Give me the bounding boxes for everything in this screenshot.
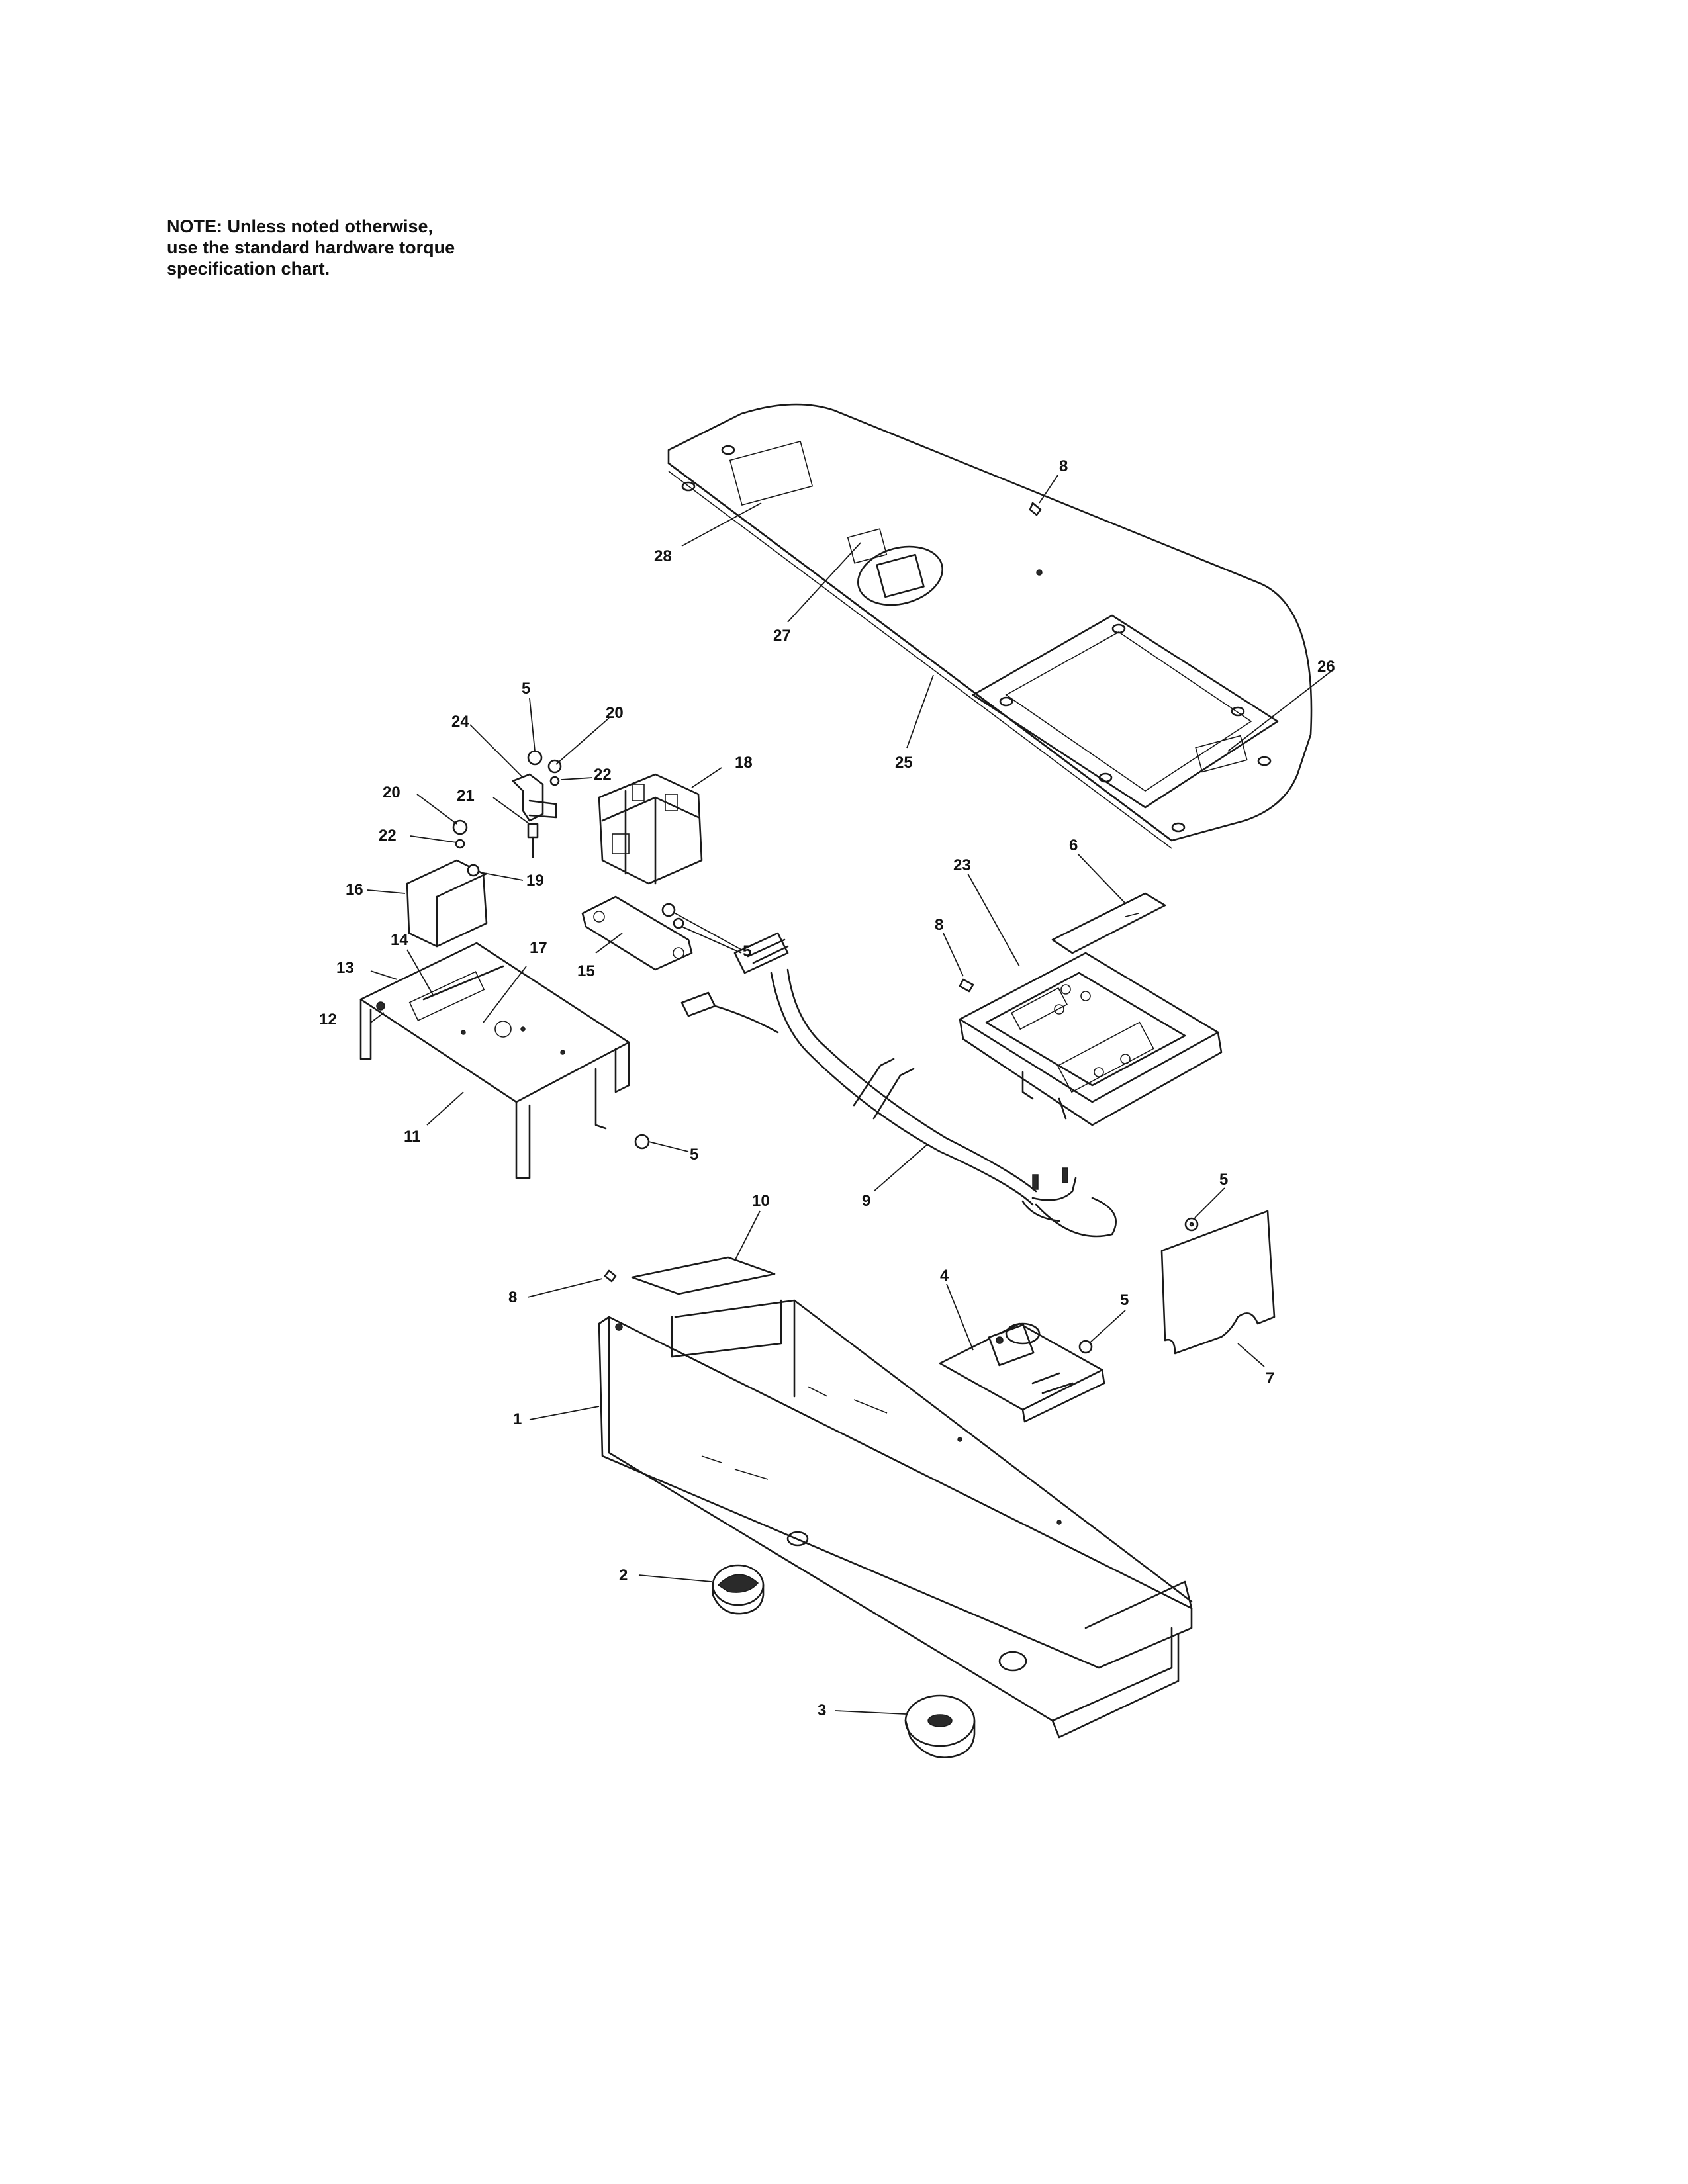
nut-5-bracket — [634, 1134, 650, 1150]
relay-18 — [598, 773, 703, 885]
mounting-bracket — [359, 942, 630, 1179]
base-pan-1 — [598, 1299, 1193, 1739]
callout-20-left: 20 — [383, 784, 400, 801]
callout-5-right: 5 — [1219, 1171, 1228, 1189]
callout-8-mid: 8 — [935, 916, 943, 934]
control-board-23 — [959, 952, 1223, 1126]
callout-3: 3 — [818, 1702, 826, 1719]
callout-26: 26 — [1317, 658, 1335, 676]
note-line-3: specification chart. — [167, 259, 330, 279]
module-16 — [406, 859, 488, 948]
label-10 — [631, 1256, 776, 1295]
bracket-24 — [452, 750, 562, 877]
top-cover-panel — [667, 403, 1313, 849]
callout-12: 12 — [319, 1011, 337, 1028]
callout-22-right: 22 — [594, 766, 612, 784]
callout-15: 15 — [577, 962, 595, 980]
callout-25: 25 — [895, 754, 913, 772]
screw-8-base — [604, 1269, 617, 1283]
overlay-6 — [1051, 892, 1166, 954]
callout-21: 21 — [457, 787, 475, 805]
note-line-1: NOTE: Unless noted otherwise, — [167, 216, 434, 236]
callout-5-top: 5 — [522, 680, 530, 698]
callout-28: 28 — [654, 547, 672, 565]
callout-11: 11 — [404, 1128, 420, 1146]
foot-3 — [904, 1694, 976, 1758]
screw-8-top — [1029, 502, 1042, 516]
callout-18: 18 — [735, 754, 753, 772]
callout-5-bracket: 5 — [690, 1146, 698, 1163]
nut-5-right — [1189, 1222, 1194, 1227]
callout-13: 13 — [336, 959, 354, 977]
leader-lines — [367, 475, 1331, 1715]
callout-23: 23 — [953, 856, 971, 874]
note-line-2: use the standard hardware torque — [167, 238, 455, 257]
callout-1: 1 — [513, 1410, 522, 1428]
wire-harness-9 — [680, 932, 1117, 1238]
callout-labels: 8 28 27 25 26 5 20 22 24 18 20 22 21 16 … — [319, 457, 1335, 1719]
callout-9: 9 — [862, 1192, 870, 1210]
cover-plate-7 — [1160, 1210, 1276, 1355]
callout-19: 19 — [526, 872, 544, 889]
callout-5-board: 5 — [1120, 1291, 1129, 1309]
callout-2: 2 — [619, 1567, 628, 1584]
callout-10: 10 — [752, 1192, 770, 1210]
callout-24: 24 — [451, 713, 469, 731]
torque-note: NOTE: Unless noted otherwise, use the st… — [167, 216, 577, 279]
callout-8-top: 8 — [1059, 457, 1068, 475]
foot-2 — [712, 1564, 765, 1615]
callout-7: 7 — [1266, 1369, 1274, 1387]
callout-16: 16 — [346, 881, 363, 899]
callout-17: 17 — [530, 939, 547, 957]
callout-8-base: 8 — [508, 1289, 517, 1306]
callout-20-right: 20 — [606, 704, 624, 722]
callout-6: 6 — [1069, 837, 1078, 854]
board-4 — [939, 1322, 1105, 1423]
callout-5-relay: 5 — [743, 942, 751, 960]
callout-4: 4 — [940, 1267, 949, 1285]
callout-14: 14 — [391, 931, 408, 949]
callout-22-left: 22 — [379, 827, 397, 844]
callout-27: 27 — [773, 627, 791, 645]
screw-8-mid — [959, 978, 974, 993]
switch-15 — [581, 895, 693, 971]
